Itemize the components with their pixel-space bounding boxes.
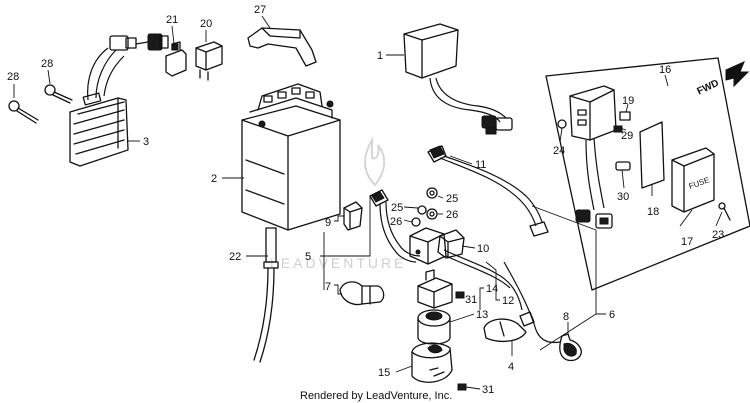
callout-12: 12 xyxy=(502,295,514,307)
control-module xyxy=(403,23,459,79)
callout-28-right: 28 xyxy=(41,58,53,70)
callout-20: 20 xyxy=(200,18,212,30)
callout-numbers: 28 28 3 21 20 27 2 22 1 11 25 25 26 26 9… xyxy=(7,4,724,396)
callout-3: 3 xyxy=(143,136,149,148)
callout-15: 15 xyxy=(378,367,390,379)
bolt-8 xyxy=(559,333,582,362)
callout-22: 22 xyxy=(229,251,241,263)
watermark-flame-icon xyxy=(364,136,386,187)
washer-24 xyxy=(557,119,567,129)
relay-20 xyxy=(195,41,223,81)
callout-2: 2 xyxy=(211,173,217,185)
positive-cable xyxy=(369,189,421,263)
battery-band xyxy=(247,27,317,67)
nut-26-upper xyxy=(426,208,438,220)
bolt-25-upper xyxy=(426,187,438,199)
leader-lines xyxy=(13,15,723,390)
fuse-31-upper xyxy=(455,291,465,299)
callout-13: 13 xyxy=(476,309,488,321)
callout-23: 23 xyxy=(712,229,724,241)
regulator-connector-b xyxy=(147,33,169,51)
terminal-cover-10 xyxy=(437,229,465,259)
callout-28-left: 28 xyxy=(7,71,19,83)
relay-switch xyxy=(417,269,453,309)
callout-18: 18 xyxy=(647,206,659,218)
bolt-28-right xyxy=(44,84,73,104)
fwd-label: FWD xyxy=(695,78,720,98)
terminal-cover-9 xyxy=(343,201,363,231)
callout-31-lower: 31 xyxy=(482,384,494,396)
boot-7 xyxy=(339,281,385,306)
callout-26-left: 26 xyxy=(390,216,402,228)
callout-25-right: 25 xyxy=(446,193,458,205)
starter-relay-12 xyxy=(409,227,447,265)
callout-19: 19 xyxy=(622,95,634,107)
battery-cable-11 xyxy=(427,145,549,237)
callout-16: 16 xyxy=(659,64,671,76)
callout-8: 8 xyxy=(563,311,569,323)
bolt-28-left xyxy=(8,100,39,124)
regulator-connector-a xyxy=(109,35,137,51)
fuse-label: FUSE xyxy=(688,175,711,191)
fuse-31-lower xyxy=(457,383,467,391)
callout-11: 11 xyxy=(475,159,486,171)
starter-relay-21 xyxy=(165,41,187,77)
relay-13 xyxy=(417,309,451,345)
callout-26-right: 26 xyxy=(446,209,458,221)
fuse-30 xyxy=(615,161,631,171)
callout-9: 9 xyxy=(325,217,331,229)
screw-23 xyxy=(718,202,731,221)
callout-5: 5 xyxy=(305,251,311,263)
battery xyxy=(241,83,341,231)
callout-10: 10 xyxy=(477,243,489,255)
watermark-text: LEADVENTURE xyxy=(270,255,406,271)
breather-tube xyxy=(253,227,279,363)
fuse-block-harness xyxy=(569,85,617,229)
callout-31-upper: 31 xyxy=(465,294,477,306)
callout-4: 4 xyxy=(508,361,514,373)
module-connector xyxy=(481,115,513,135)
fuse-19 xyxy=(619,111,631,121)
nut-26-lower xyxy=(411,217,421,227)
credit-line: Rendered by LeadVenture, Inc. xyxy=(300,390,452,402)
regulator-rectifier xyxy=(69,92,129,167)
clamp-4 xyxy=(483,318,527,343)
callout-30: 30 xyxy=(617,191,629,203)
callout-21: 21 xyxy=(166,14,178,26)
callout-14: 14 xyxy=(486,283,498,295)
callout-24: 24 xyxy=(553,145,565,157)
fwd-arrow-icon xyxy=(725,61,750,88)
callout-17: 17 xyxy=(681,236,693,248)
callout-1: 1 xyxy=(377,50,383,62)
starter-relay-15 xyxy=(411,342,453,383)
callout-7: 7 xyxy=(325,281,331,293)
fuse-box-cover-17: FUSE xyxy=(671,147,715,213)
callout-6: 6 xyxy=(609,309,615,321)
bolt-25-lower xyxy=(417,205,427,215)
negative-cable-6 xyxy=(503,261,561,344)
label-18 xyxy=(639,121,665,189)
callout-27: 27 xyxy=(254,4,266,16)
callout-25-left: 25 xyxy=(391,202,403,214)
callout-29: 29 xyxy=(621,130,633,142)
fuse-box-detail-frame xyxy=(545,57,750,291)
